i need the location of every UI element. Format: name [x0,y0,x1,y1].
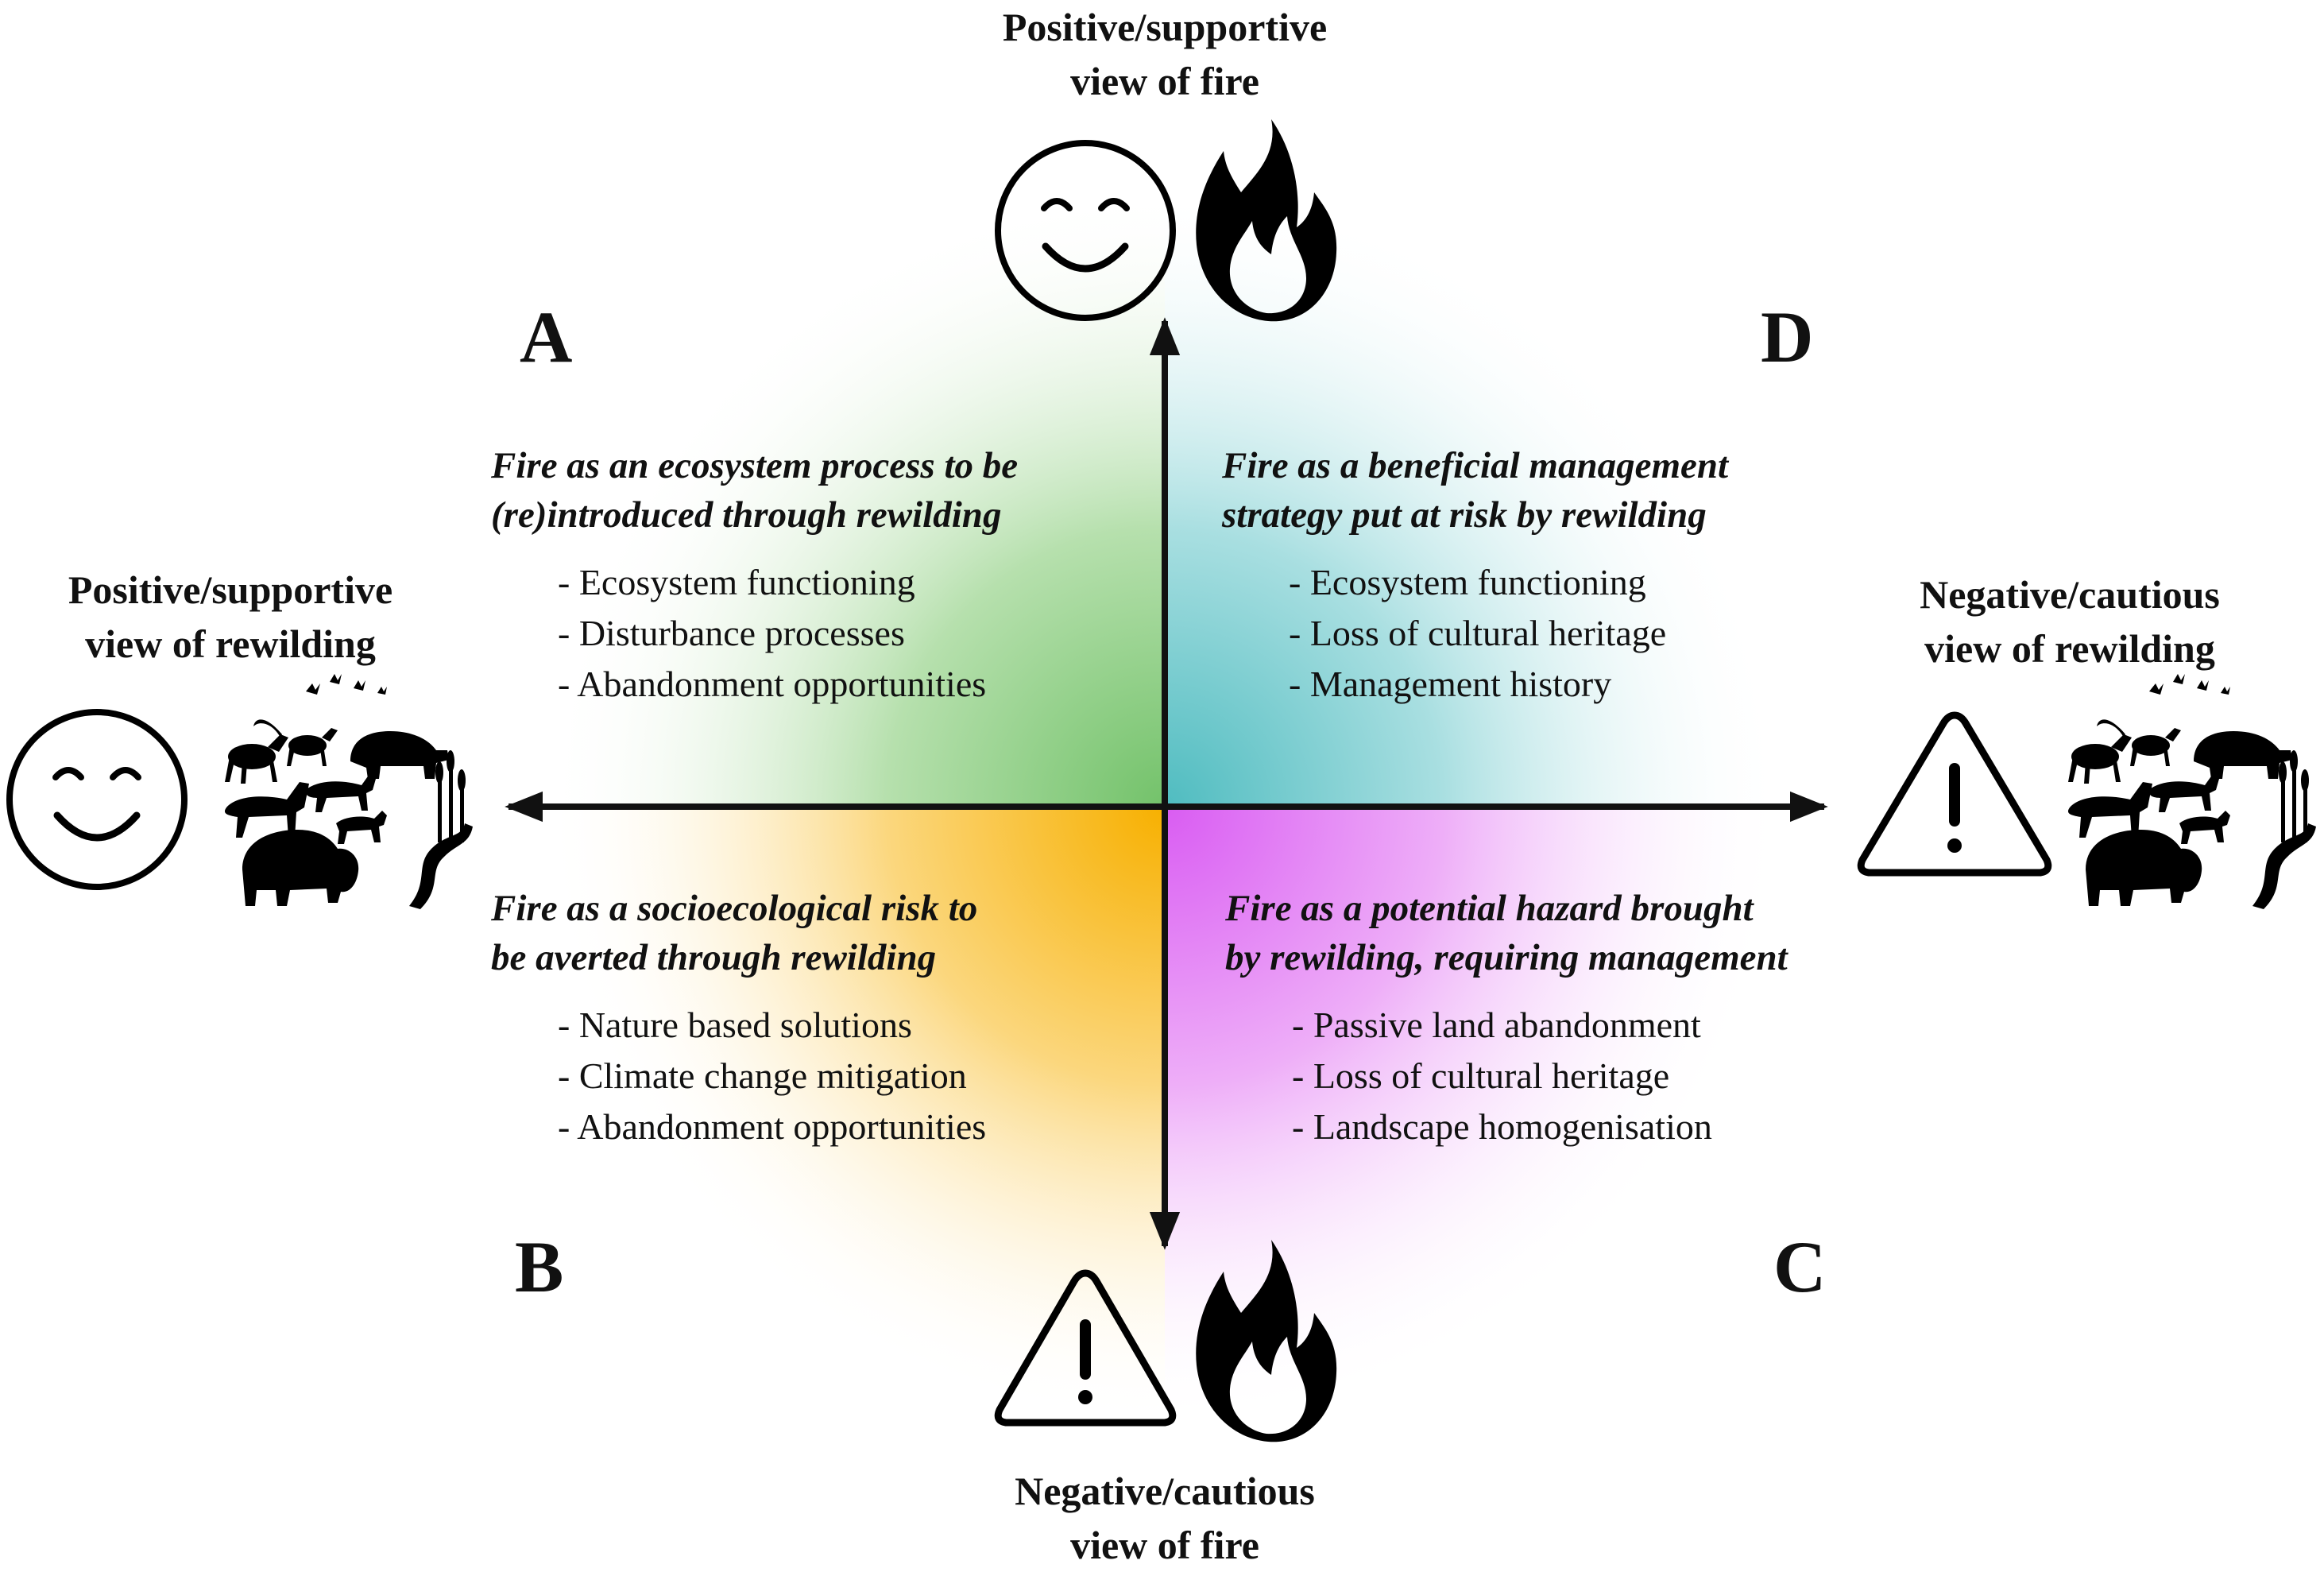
quadrant-c-title: Fire as a potential hazard brought by re… [1225,884,1788,982]
quadrant-d-title-line2: strategy put at risk by rewilding [1222,494,1707,536]
bottom-axis-title-line2: view of fire [1070,1523,1259,1567]
quadrant-c-letter: C [1773,1226,1827,1307]
top-axis-title: Positive/supportive view of fire [926,0,1403,108]
fire-icon [1196,1240,1337,1442]
quadrant-c-title-line1: Fire as a potential hazard brought [1225,888,1754,929]
quadrant-b-title-line1: Fire as a socioecological risk to [491,888,978,929]
top-axis-title-line2: view of fire [1070,59,1259,103]
left-axis-title-line1: Positive/supportive [68,567,393,612]
left-axis-title: Positive/supportive view of rewilding [0,563,461,671]
list-item: - Landscape homogenisation [1292,1106,1712,1147]
quadrant-b-shade [545,807,1165,1427]
quadrant-c: Fire as a potential hazard brought by re… [1225,884,1788,1152]
wildlife-icon [224,674,473,909]
quadrant-b-list: - Nature based solutions - Climate chang… [558,1000,986,1152]
quadrant-d-shade [1165,187,1785,807]
list-item: - Disturbance processes [558,613,905,653]
list-item: - Management history [1289,664,1612,704]
quadrant-c-list: - Passive land abandonment - Loss of cul… [1292,1000,1788,1152]
quadrant-a-list: - Ecosystem functioning - Disturbance pr… [558,557,1018,710]
quadrant-a-shade [545,187,1165,807]
list-item: - Ecosystem functioning [1289,562,1646,602]
quadrant-a: Fire as an ecosystem process to be (re)i… [491,441,1018,710]
quadrant-b: Fire as a socioecological risk to be ave… [491,884,986,1152]
list-item: - Abandonment opportunities [558,1106,987,1147]
smiley-icon [995,140,1176,321]
list-item: - Loss of cultural heritage [1292,1055,1670,1096]
right-axis-title: Negative/cautious view of rewilding [1831,567,2308,676]
quadrant-b-title: Fire as a socioecological risk to be ave… [491,884,986,982]
left-axis-title-line2: view of rewilding [85,621,376,666]
quadrant-d-list: - Ecosystem functioning - Loss of cultur… [1289,557,1728,710]
list-item: - Passive land abandonment [1292,1005,1701,1045]
quadrant-b-title-line2: be averted through rewilding [491,937,937,978]
right-axis-title-line2: view of rewilding [1924,626,2215,671]
bottom-axis-title-line1: Negative/cautious [1015,1469,1315,1513]
wildlife-icon [2067,674,2316,909]
quadrant-a-title-line2: (re)introduced through rewilding [491,494,1002,536]
list-item: - Nature based solutions [558,1005,912,1045]
quadrant-d-letter: D [1761,296,1814,378]
top-axis-title-line1: Positive/supportive [1002,5,1328,49]
warning-icon [1857,711,2052,877]
quadrant-c-title-line2: by rewilding, requiring management [1225,937,1788,978]
list-item: - Ecosystem functioning [558,562,915,602]
right-axis-title-line1: Negative/cautious [1920,572,2220,617]
quadrant-a-letter: A [520,296,573,378]
list-item: - Climate change mitigation [558,1055,967,1096]
quadrant-a-title: Fire as an ecosystem process to be (re)i… [491,441,1018,540]
quadrant-b-letter: B [515,1226,564,1307]
quadrant-d-title-line1: Fire as a beneficial management [1222,445,1729,486]
smiley-icon [6,709,188,890]
list-item: - Abandonment opportunities [558,664,987,704]
warning-icon [994,1269,1177,1427]
quadrant-a-title-line1: Fire as an ecosystem process to be [491,445,1019,486]
bottom-axis-title: Negative/cautious view of fire [926,1464,1403,1572]
fire-icon [1196,119,1337,322]
list-item: - Loss of cultural heritage [1289,613,1667,653]
quadrant-d: Fire as a beneficial management strategy… [1222,441,1728,710]
quadrant-d-title: Fire as a beneficial management strategy… [1222,441,1728,540]
